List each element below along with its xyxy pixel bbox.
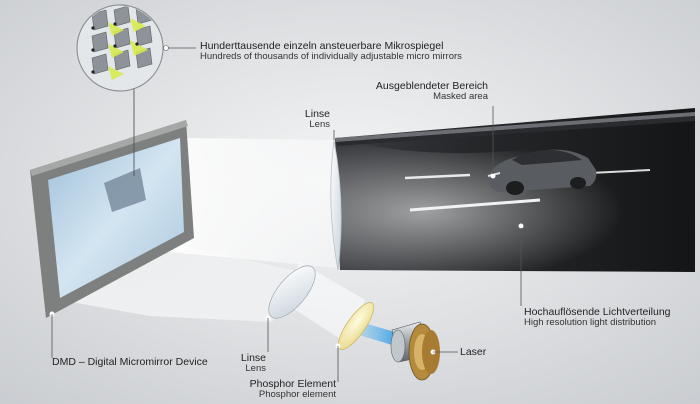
lane-marking bbox=[409, 198, 541, 212]
road-scene bbox=[335, 108, 695, 272]
micromirrors-label-en: Hundreds of thousands of individually ad… bbox=[200, 51, 462, 63]
phosphor-label: Phosphor Element Phosphor element bbox=[250, 378, 336, 401]
light-distribution-label-en: High resolution light distribution bbox=[524, 317, 657, 329]
car-icon bbox=[487, 149, 597, 195]
dmd-label: DMD – Digital Micromirror Device bbox=[52, 356, 208, 368]
bottom-lens-label-de: Linse bbox=[240, 352, 266, 364]
laser-module bbox=[390, 321, 440, 381]
projection-beam bbox=[170, 138, 338, 268]
top-lens bbox=[330, 139, 342, 271]
light-distribution-label-de: Hochauflösende Lichtverteilung bbox=[524, 306, 671, 318]
light-distribution-label: Hochauflösende Lichtverteilung High reso… bbox=[524, 306, 671, 329]
lane-marking bbox=[589, 169, 651, 174]
micromirror-magnifier bbox=[76, 4, 169, 176]
phosphor-label-de: Phosphor Element bbox=[249, 378, 336, 390]
micromirrors-label: Hunderttausende einzeln ansteuerbare Mik… bbox=[200, 40, 462, 63]
phosphor-label-en: Phosphor element bbox=[258, 389, 336, 401]
top-lens-label-en: Lens bbox=[309, 119, 330, 131]
lane-marking bbox=[404, 173, 471, 180]
masked-area-label: Ausgeblendeter Bereich Masked area bbox=[376, 80, 488, 103]
masked-area-label-en: Masked area bbox=[433, 91, 488, 103]
laser-label: Laser bbox=[460, 346, 486, 358]
laser-label-de: Laser bbox=[460, 346, 487, 358]
bottom-lens-label-en: Lens bbox=[245, 363, 266, 375]
masked-area-marker bbox=[490, 173, 496, 179]
micromirrors-label-de: Hunderttausende einzeln ansteuerbare Mik… bbox=[200, 40, 444, 52]
phosphor-element bbox=[335, 302, 375, 350]
dmd-device bbox=[30, 120, 194, 318]
light-distribution-marker bbox=[518, 223, 524, 229]
bottom-lens-label: Linse Lens bbox=[241, 352, 266, 375]
illumination-beam bbox=[60, 245, 300, 322]
top-lens-label: Linse Lens bbox=[305, 108, 330, 131]
top-lens-label-de: Linse bbox=[304, 108, 330, 120]
dmd-label-de: DMD – Digital Micromirror Device bbox=[52, 356, 208, 368]
masked-area-label-de: Ausgeblendeter Bereich bbox=[375, 80, 488, 92]
